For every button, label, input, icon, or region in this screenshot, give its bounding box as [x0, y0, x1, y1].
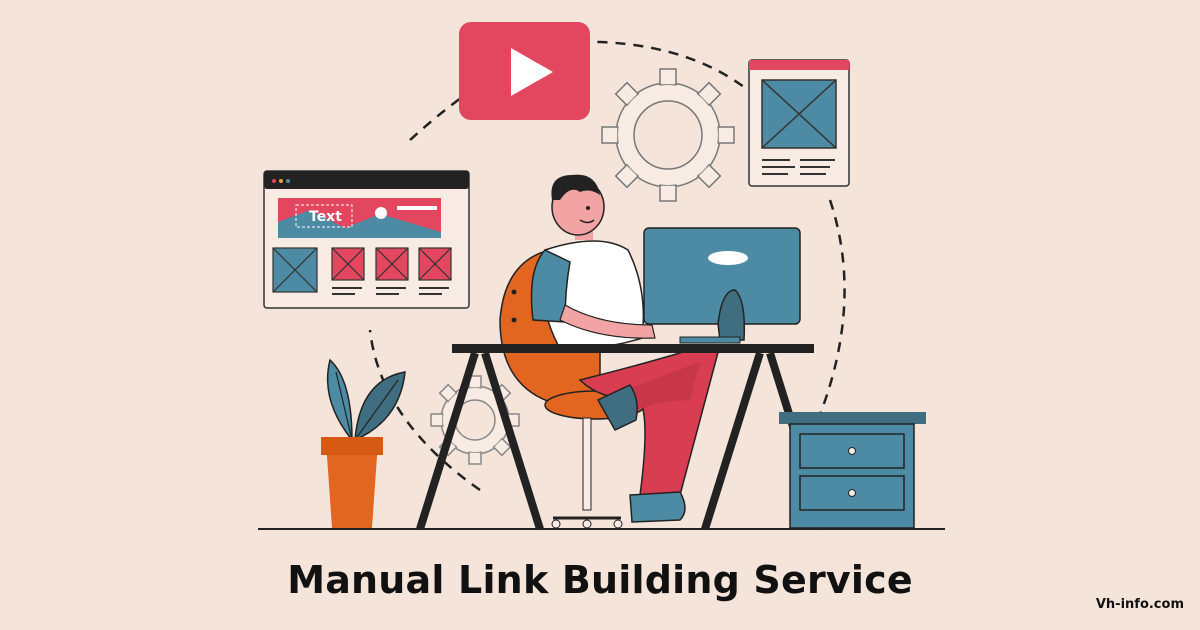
person-working — [530, 174, 722, 523]
browser-window-icon — [748, 59, 850, 187]
mockup-text-label: Text — [309, 209, 342, 225]
monitor — [643, 227, 801, 344]
play-icon — [459, 22, 590, 120]
gear-icon — [601, 68, 735, 202]
drawer-cabinet — [779, 412, 926, 529]
site-url: Vh-info.com — [1095, 597, 1184, 612]
page-title: Manual Link Building Service — [287, 558, 913, 602]
plant-icon — [321, 358, 406, 528]
web-layout-icon: Text — [263, 170, 470, 309]
